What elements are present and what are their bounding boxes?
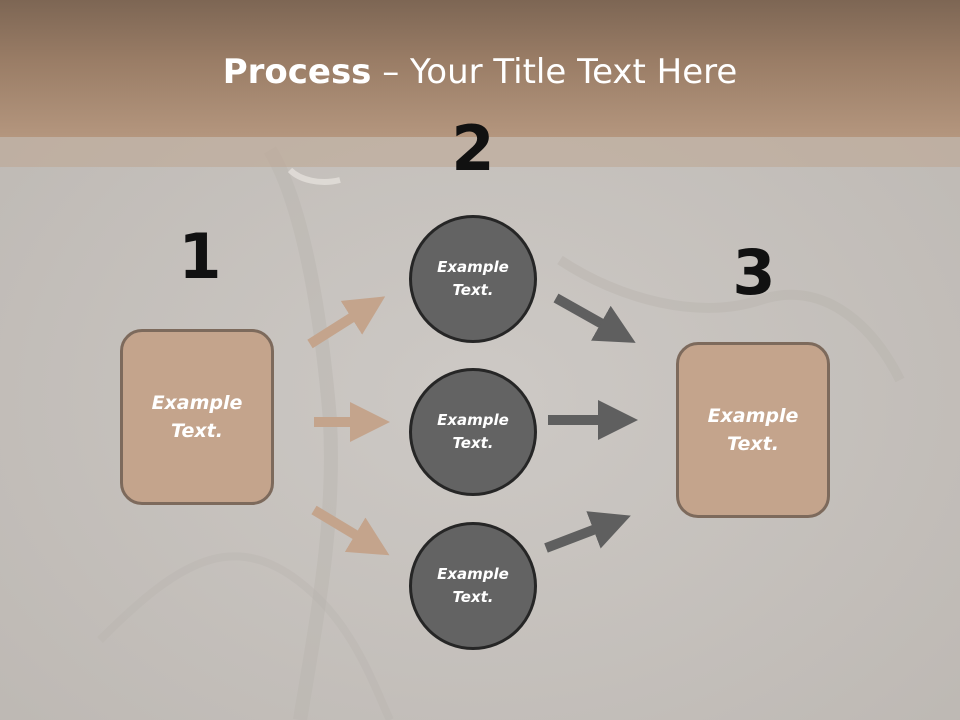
circle-top-text: Example Text.	[425, 256, 521, 303]
circle-bottom-line1: Example	[437, 564, 509, 583]
circle-bottom-line2: Text.	[452, 588, 494, 606]
right-box-line1: Example	[707, 404, 799, 427]
left-box-line2: Text.	[171, 420, 223, 442]
left-box-text: Example Text.	[137, 389, 257, 446]
step-number-3: 3	[732, 236, 776, 309]
title-rest: – Your Title Text Here	[371, 52, 738, 92]
circle-bottom: Example Text.	[409, 522, 537, 650]
circle-top-line2: Text.	[452, 281, 494, 299]
header-band	[0, 0, 960, 137]
right-box-line2: Text.	[727, 433, 779, 455]
circle-bottom-text: Example Text.	[425, 563, 521, 610]
header-strip	[0, 137, 960, 167]
circle-top-line1: Example	[437, 257, 509, 276]
right-box-text: Example Text.	[693, 402, 813, 459]
slide-title: Process – Your Title Text Here	[0, 52, 960, 92]
circle-middle-line2: Text.	[452, 434, 494, 452]
step-number-1: 1	[178, 220, 222, 293]
left-box-line1: Example	[151, 391, 243, 414]
arrow-left-to-bottom	[311, 505, 390, 556]
arrow-bottom-to-right	[544, 511, 631, 553]
title-bold: Process	[222, 52, 372, 92]
circle-middle-line1: Example	[437, 410, 509, 429]
circle-middle-text: Example Text.	[425, 409, 521, 456]
arrow-top-to-right	[553, 293, 636, 343]
left-box: Example Text.	[120, 329, 274, 505]
circle-middle: Example Text.	[409, 368, 537, 496]
arrow-left-to-top	[307, 296, 386, 349]
circle-top: Example Text.	[409, 215, 537, 343]
step-number-2: 2	[451, 112, 495, 185]
right-box: Example Text.	[676, 342, 830, 518]
